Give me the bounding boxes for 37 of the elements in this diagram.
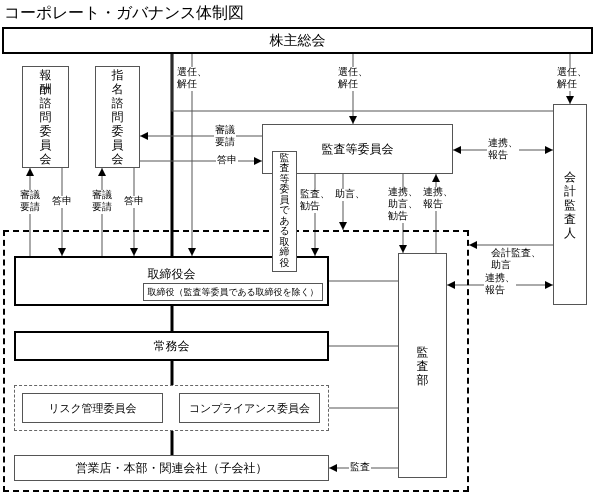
edge-label: 連携、報告 [487,138,519,162]
edge-label: 答申 [51,196,73,208]
edge-label: 審議要請 [214,125,236,149]
connector-line [170,54,174,256]
org-box: 株主総会 [2,27,593,54]
box-title: 取締役会 [148,266,196,283]
vertical-box: 指名諮問委員会 [95,66,140,168]
dashed-group-box [14,385,329,431]
edge-label: 審議要請 [91,190,113,214]
org-box: 常務会 [14,331,329,361]
arrow [328,464,398,472]
org-box: 営業店・本部・関連会社（子会社） [14,455,329,481]
org-box: 取締役（監査等委員である取締役を除く） [143,283,323,301]
vertical-box: 報酬諮問委員会 [22,66,69,168]
arrow [58,168,66,256]
vertical-box: 会計監査人 [553,104,587,305]
org-box [14,256,329,306]
org-box: コンプライアンス委員会 [179,393,320,423]
vertical-box: 監査部 [398,253,447,478]
diagram-title: コーポレート・ガバナンス体制図 [4,3,244,22]
edge-label: 答申 [123,196,145,208]
edge-label: 連携、報告 [484,273,516,297]
connector-line [170,361,174,385]
org-box: リスク管理委員会 [22,393,163,423]
connector-line [170,306,174,331]
connector-line [170,431,174,455]
vertical-box: 監査等委員である取締役 [272,151,297,272]
arrow [468,241,554,249]
arrow [140,157,262,165]
connector-line [328,280,398,282]
edge-label: 答申 [216,155,238,167]
connector-line [172,54,554,112]
edge-label: 審議要請 [19,190,41,214]
arrow [130,168,138,256]
arrow [140,132,262,140]
arrow [188,54,196,256]
edge-label: 監査 [349,462,371,474]
